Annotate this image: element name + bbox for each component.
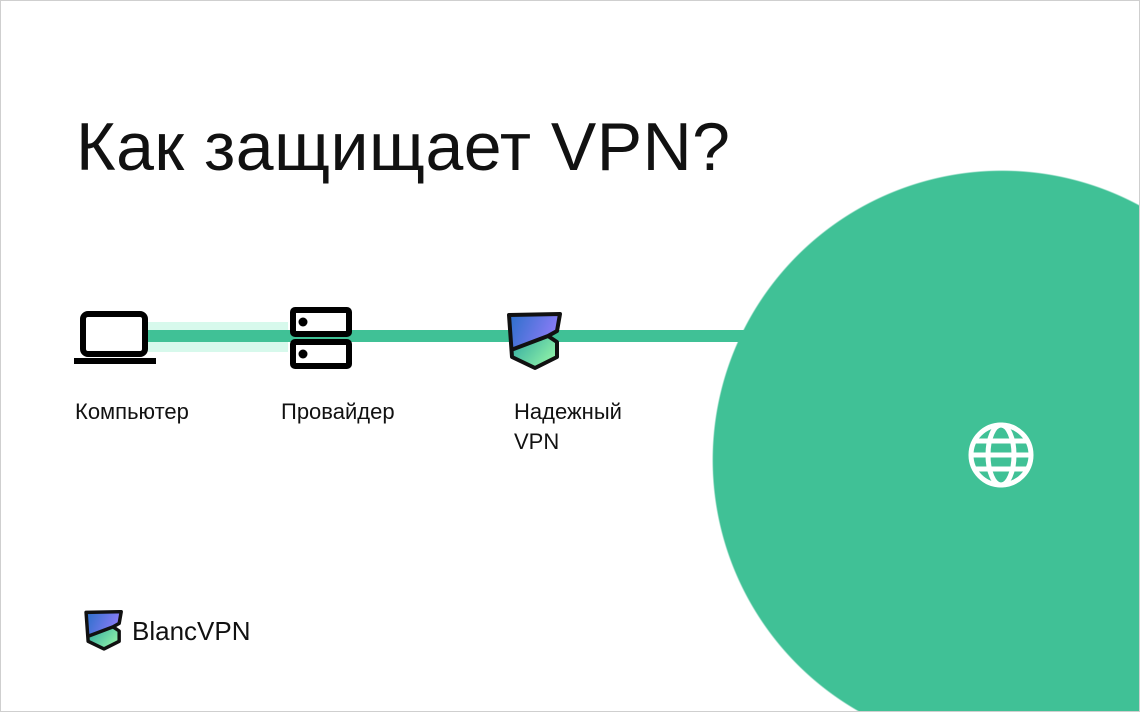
- vpn-label-line2: VPN: [514, 429, 560, 454]
- brand-shield-icon: [84, 610, 123, 651]
- server-icon: [290, 307, 352, 369]
- vpn-label-line1: Надежный: [514, 399, 622, 424]
- vpn-label: Надежный VPN: [514, 397, 622, 457]
- shield-logo-icon: [507, 312, 562, 370]
- connection-line: [148, 330, 748, 342]
- globe-icon: [968, 422, 1034, 488]
- internet-circle: [712, 170, 1140, 712]
- provider-label: Провайдер: [281, 399, 395, 424]
- laptop-icon: [74, 311, 156, 364]
- computer-label: Компьютер: [75, 399, 189, 424]
- brand-logo: BlancVPN: [84, 610, 251, 652]
- page-title: Как защищает VPN?: [76, 109, 731, 185]
- brand-name: BlancVPN: [132, 615, 251, 646]
